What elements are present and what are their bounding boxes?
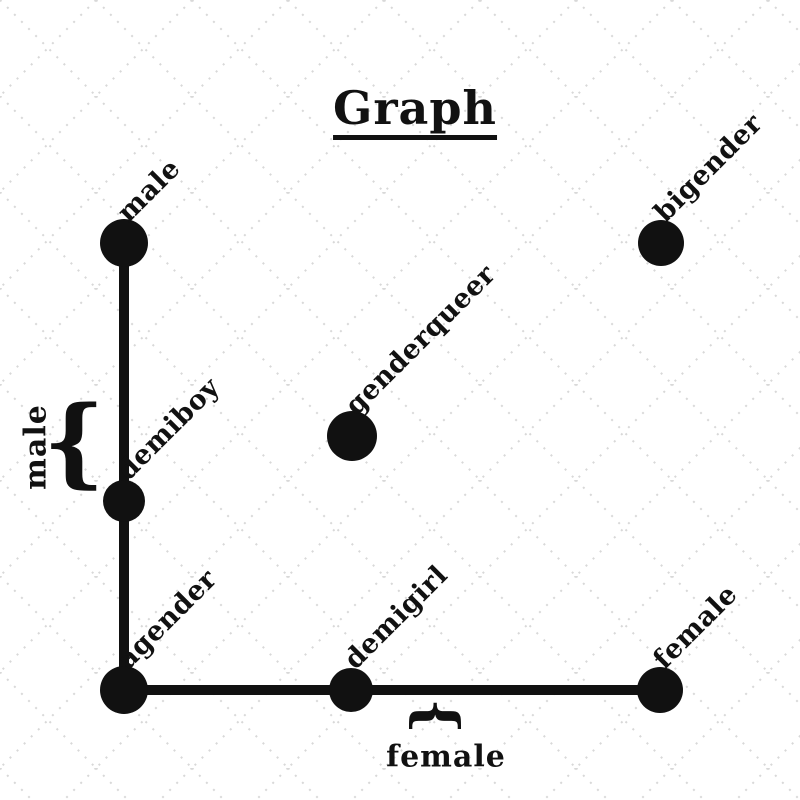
bottom-brace-label: female: [386, 739, 506, 775]
page-title: Graph: [333, 84, 497, 141]
left-brace-label: male: [18, 404, 54, 490]
edge-agender-female: [124, 685, 660, 695]
left-brace-icon: {: [43, 385, 105, 498]
node-bigender: [638, 220, 684, 266]
node-demigirl: [329, 668, 373, 712]
node-male: [100, 219, 148, 267]
node-female: [637, 667, 683, 713]
node-genderqueer: [327, 411, 377, 461]
node-demiboy: [103, 480, 145, 522]
node-agender: [100, 666, 148, 714]
edge-male-agender: [119, 243, 129, 690]
bottom-brace-icon: {: [404, 697, 470, 735]
